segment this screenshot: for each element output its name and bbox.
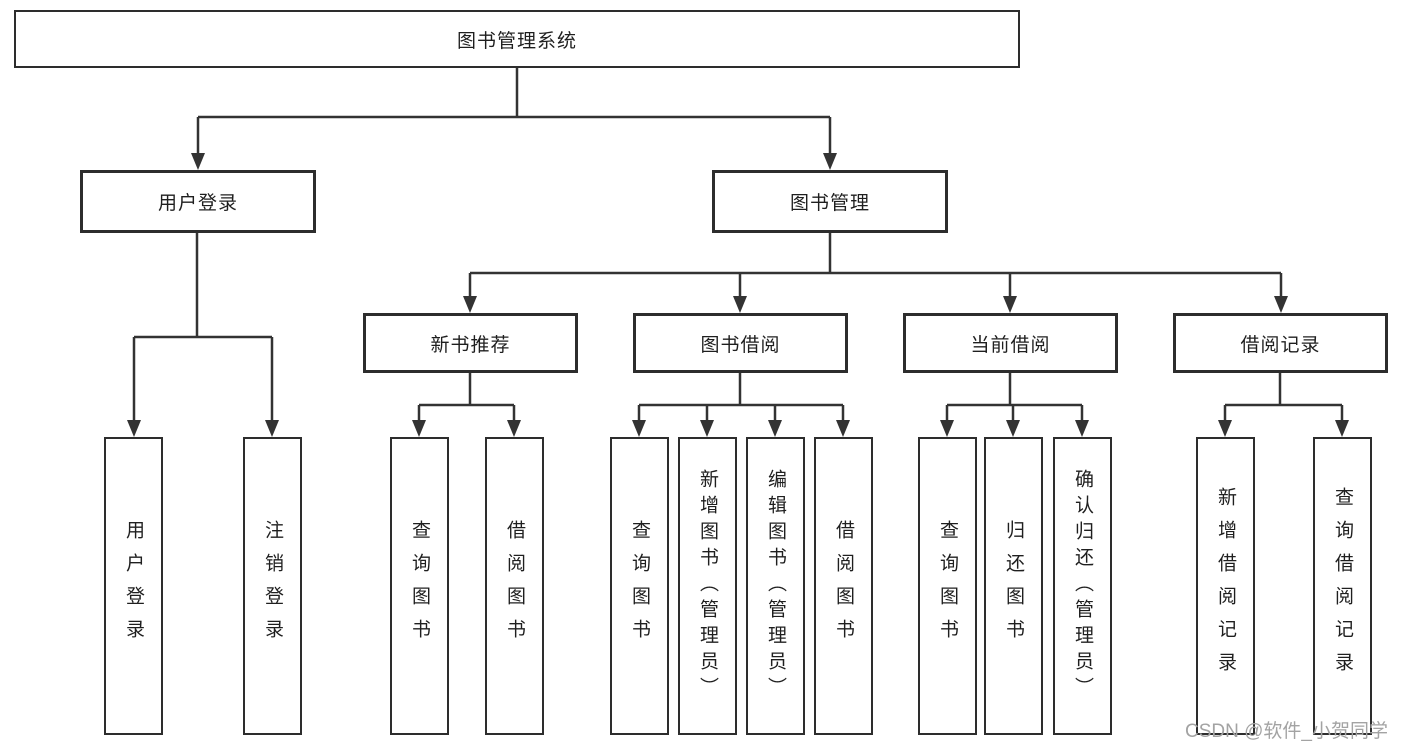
node-leaf-add-books-admin: 新增图书（管理员） <box>678 437 737 735</box>
node-book-borrowing: 图书借阅 <box>633 313 848 373</box>
connector-root-to-level2 <box>196 68 832 156</box>
connector-current-borrowing-branch <box>945 373 1084 423</box>
node-new-book-recommendation: 新书推荐 <box>363 313 578 373</box>
node-borrowing-records: 借阅记录 <box>1173 313 1388 373</box>
connector-new-book-branch <box>417 373 516 423</box>
arrowheads-borrowing-records-leaves <box>1218 420 1349 437</box>
node-user-login: 用户登录 <box>80 170 316 233</box>
node-book-management: 图书管理 <box>712 170 948 233</box>
arrowheads-current-borrowing-leaves <box>940 420 1089 437</box>
arrowheads-user-login-leaves <box>127 420 279 437</box>
node-leaf-query-books-current: 查询图书 <box>918 437 977 735</box>
arrowheads-level3 <box>463 296 1288 313</box>
arrowheads-level2 <box>191 153 837 170</box>
node-leaf-add-borrow-record: 新增借阅记录 <box>1196 437 1255 735</box>
connector-borrowing-records-branch <box>1223 373 1344 423</box>
node-leaf-query-books-borrowing: 查询图书 <box>610 437 669 735</box>
node-leaf-return-books: 归还图书 <box>984 437 1043 735</box>
arrowheads-new-book-leaves <box>412 420 521 437</box>
connector-book-mgmt-branch <box>468 233 1283 299</box>
csdn-watermark: CSDN @软件_小贺同学 <box>1185 721 1388 742</box>
node-current-borrowing: 当前借阅 <box>903 313 1118 373</box>
node-leaf-query-borrow-record: 查询借阅记录 <box>1313 437 1372 735</box>
node-leaf-query-books-newbook: 查询图书 <box>390 437 449 735</box>
arrowheads-book-borrowing-leaves <box>632 420 850 437</box>
node-leaf-edit-books-admin: 编辑图书（管理员） <box>746 437 805 735</box>
connector-book-borrowing-branch <box>637 373 845 423</box>
node-leaf-borrow-books-newbook: 借阅图书 <box>485 437 544 735</box>
node-leaf-borrow-books-borrowing: 借阅图书 <box>814 437 873 735</box>
node-leaf-logout: 注销登录 <box>243 437 302 735</box>
node-leaf-confirm-return-admin: 确认归还（管理员） <box>1053 437 1112 735</box>
node-library-management-system: 图书管理系统 <box>14 10 1020 68</box>
node-leaf-user-login: 用户登录 <box>104 437 163 735</box>
connector-user-login-branch <box>132 233 274 423</box>
